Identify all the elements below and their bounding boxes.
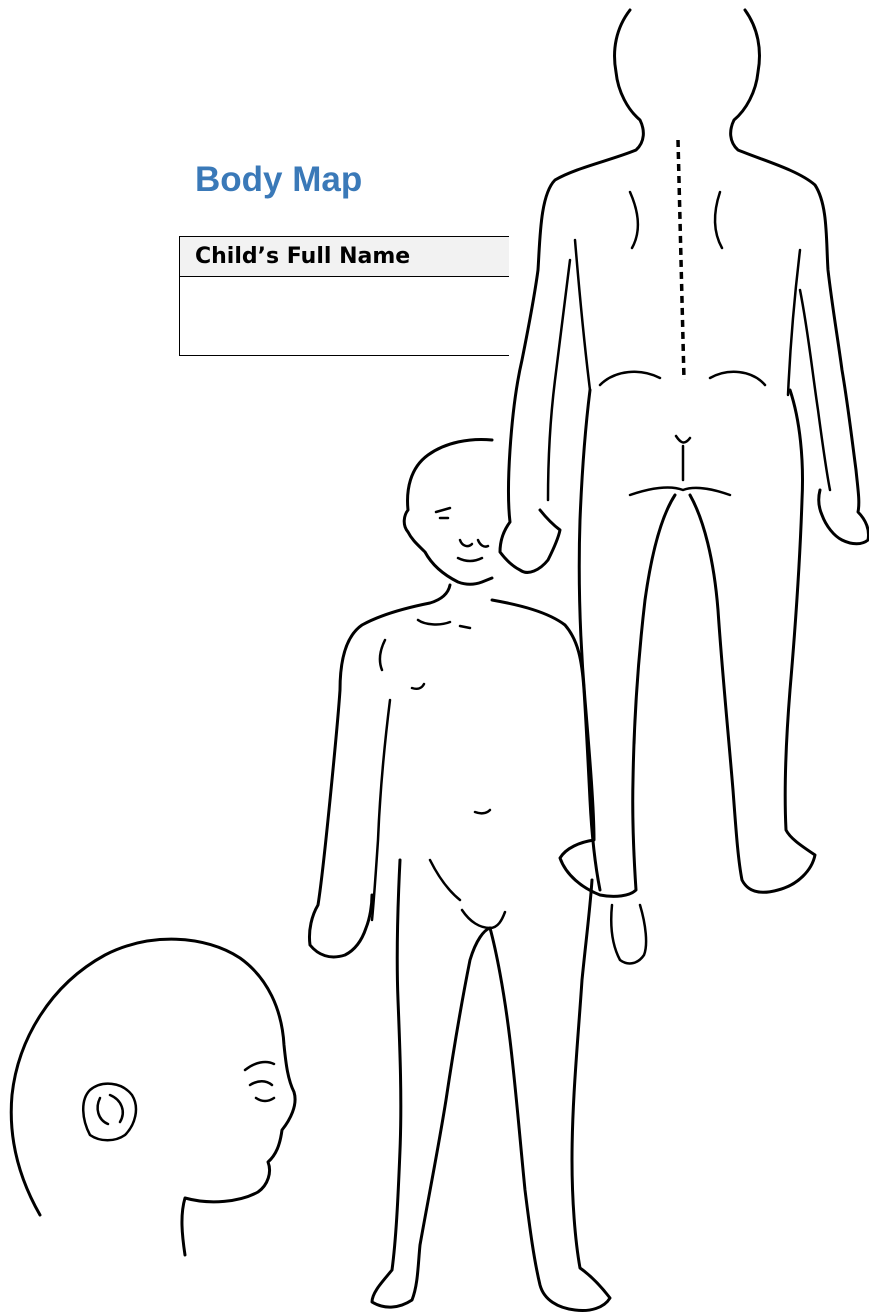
child-full-name-field[interactable] — [180, 277, 509, 355]
back-view-figure — [500, 10, 869, 896]
page-title: Body Map — [195, 160, 362, 200]
side-head-figure — [11, 939, 295, 1255]
child-name-table: Child’s Full Name — [179, 236, 509, 356]
front-view-figure — [309, 440, 646, 1311]
child-full-name-label: Child’s Full Name — [180, 237, 509, 277]
